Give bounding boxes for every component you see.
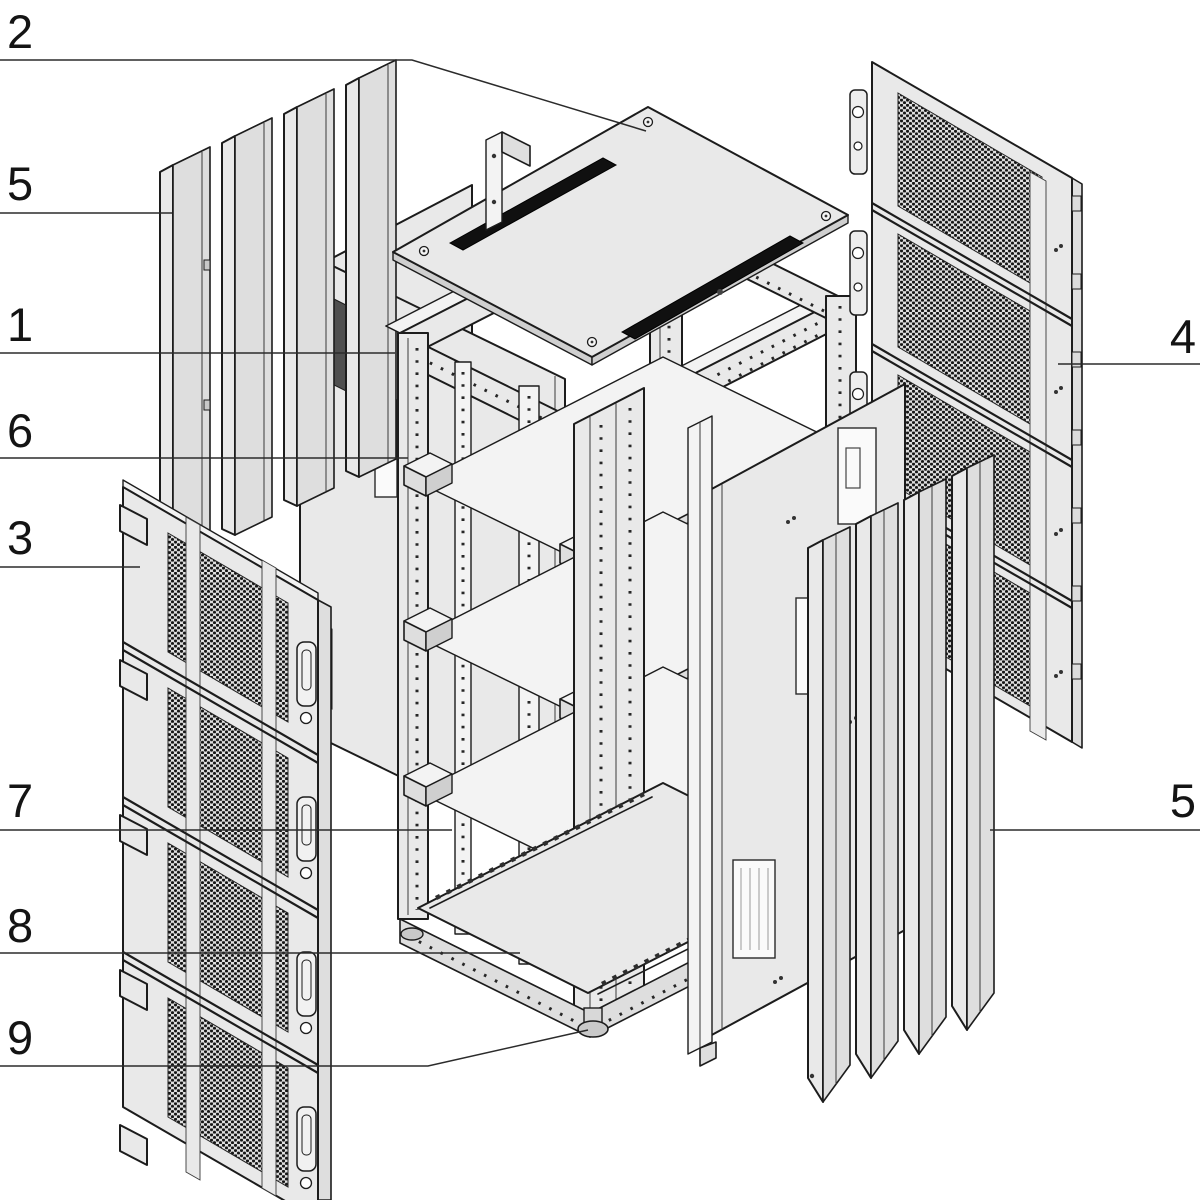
callout-label-1-rack-frame: 1 (7, 298, 33, 351)
rear-door-hinge-tabs (1071, 195, 1082, 680)
vertical-panel (807, 526, 851, 1103)
callout-label-5-right-vertical-panels: 5 (1170, 774, 1196, 827)
callout-label-7-inner-rail: 7 (7, 774, 33, 827)
vertical-panel (345, 59, 397, 478)
callout-label-3-front-door: 3 (7, 511, 33, 564)
front-door (119, 479, 332, 1200)
front-door-hinge-tabs (119, 504, 148, 1166)
right-vertical-panels (807, 454, 995, 1103)
callout-label-8-base-panel: 8 (7, 899, 33, 952)
callout-leader-9-leveling-foot (0, 1029, 589, 1067)
leveling-foot (400, 927, 609, 1038)
callout-label-9-leveling-foot: 9 (7, 1011, 33, 1064)
vertical-panel (855, 502, 899, 1079)
vertical-panel (283, 88, 335, 507)
panel-cutout (837, 427, 877, 525)
cover-screws (418, 116, 832, 348)
rear-door-locks (849, 89, 868, 437)
callout-layer: 2 5 1 6 3 7 8 9 4 5 (0, 5, 1200, 1067)
top-cover (392, 106, 849, 366)
front-door-stiffener (261, 559, 277, 1197)
callout-label-6-mounting-rail: 6 (7, 404, 33, 457)
callout-label-4-rear-door: 4 (1170, 310, 1196, 363)
panel-cutout (732, 859, 776, 959)
rear-door-stiffener (1029, 171, 1047, 741)
vertical-panel (221, 117, 273, 536)
callout-label-5-left-vertical-panels: 5 (7, 157, 33, 210)
callout-leader-2-top-cover (0, 59, 647, 132)
callout-label-2-top-cover: 2 (7, 5, 33, 58)
front-door-section-lines (122, 641, 319, 1074)
vertical-panel (951, 454, 995, 1031)
rear-door-screw-dots (1054, 244, 1063, 678)
left-vertical-panels (159, 59, 397, 565)
front-door-latches (296, 641, 317, 1190)
vertical-panel (903, 478, 947, 1055)
vertical-panel (159, 146, 211, 565)
cover-vent-slot (620, 235, 805, 340)
mounting-bracket (485, 131, 531, 231)
vertical-rail-strip (687, 415, 717, 1067)
